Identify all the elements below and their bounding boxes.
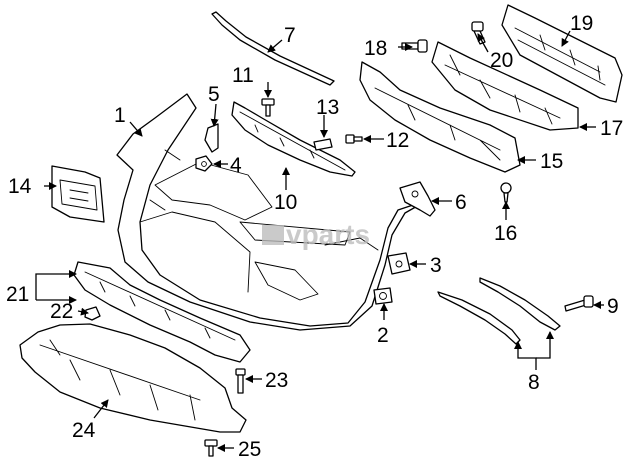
callout-4: 4 — [230, 154, 242, 177]
bumper-cover[interactable] — [116, 93, 429, 331]
callout-9: 9 — [607, 295, 619, 318]
lower-retainer[interactable] — [373, 287, 393, 305]
undercover-screw[interactable] — [204, 439, 218, 457]
upper-retainer[interactable] — [231, 101, 356, 177]
callout-24: 24 — [72, 419, 96, 442]
watermark-text: vparts — [286, 219, 370, 250]
callout-6: 6 — [455, 191, 467, 214]
callout-19: 19 — [570, 12, 593, 35]
callout-labels: 1 2 3 4 5 6 7 8 9 10 11 12 13 14 15 16 1… — [6, 12, 623, 461]
callout-10: 10 — [274, 191, 297, 214]
callout-1: 1 — [114, 104, 126, 127]
reinforcement-bolt[interactable] — [401, 39, 428, 53]
callout-23: 23 — [265, 369, 288, 392]
lower-grille-assembly[interactable] — [73, 261, 251, 363]
watermark-logo: vparts — [262, 219, 370, 250]
callout-18: 18 — [364, 37, 387, 60]
callout-25: 25 — [238, 438, 261, 461]
bumper-screw[interactable] — [345, 134, 363, 144]
callout-17: 17 — [600, 117, 623, 140]
callout-13: 13 — [316, 96, 339, 119]
upper-bracket[interactable] — [359, 61, 521, 173]
pin-clip[interactable] — [500, 182, 512, 203]
callout-22: 22 — [50, 300, 73, 323]
side-bracket[interactable] — [399, 181, 436, 217]
callout-16: 16 — [494, 222, 517, 245]
callout-11: 11 — [232, 64, 254, 87]
engine-undercover[interactable] — [19, 323, 247, 433]
license-plate-bracket[interactable] — [51, 165, 105, 223]
callout-2: 2 — [377, 324, 389, 347]
bumper-reinforcement[interactable] — [501, 4, 623, 103]
callout-15: 15 — [540, 150, 563, 173]
side-retainer[interactable] — [387, 252, 411, 275]
callout-3: 3 — [430, 254, 442, 277]
callout-12: 12 — [386, 129, 409, 152]
callout-21: 21 — [6, 283, 29, 306]
callout-5: 5 — [208, 83, 220, 106]
callout-7: 7 — [284, 24, 296, 47]
undercover-bolt[interactable] — [235, 368, 246, 394]
callout-8: 8 — [528, 371, 540, 394]
molding-strip[interactable] — [211, 11, 335, 86]
reinforcement-bolt-2[interactable] — [471, 21, 486, 45]
molding-screw[interactable] — [564, 295, 594, 312]
mounting-bolt[interactable] — [261, 98, 275, 117]
callout-14: 14 — [8, 175, 32, 198]
side-molding-left[interactable] — [437, 291, 521, 345]
leader-lines — [35, 30, 604, 452]
side-molding-right[interactable] — [479, 277, 561, 331]
fastener-clip[interactable] — [204, 123, 219, 153]
callout-20: 20 — [490, 49, 513, 72]
bumper-clip[interactable] — [313, 138, 333, 151]
retainer-nut[interactable] — [195, 155, 213, 172]
energy-absorber[interactable] — [431, 41, 579, 131]
